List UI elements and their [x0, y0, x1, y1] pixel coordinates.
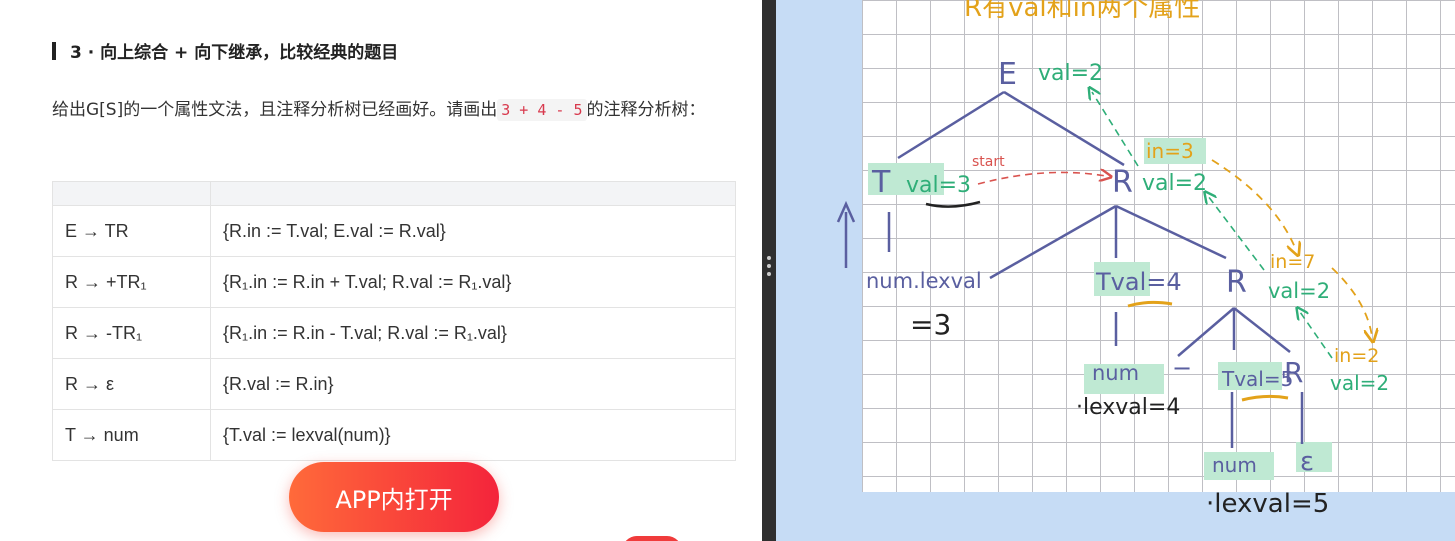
- node-num2: num: [1092, 361, 1139, 385]
- section-heading: 3 · 向上综合 + 向下继承，比较经典的题目: [52, 38, 398, 63]
- production-cell: T → num: [52, 409, 211, 461]
- tree-edges: [836, 90, 1304, 448]
- intro-text-after: 的注释分析树：: [586, 100, 706, 120]
- inherit-arrow-r1-r2: [1211, 159, 1296, 250]
- node-T3-val: Tval=5: [1221, 367, 1293, 391]
- handwritten-notes-panel: R有val和in两个属性 E val=2 T val=3: [776, 0, 1455, 541]
- drag-handle-icon[interactable]: [767, 256, 771, 260]
- start-arrow: [977, 172, 1106, 185]
- table-row: R → +TR₁ {R₁.in := R.in + T.val; R.val :…: [52, 256, 736, 308]
- node-E-val: val=2: [1038, 61, 1103, 86]
- start-label: start: [972, 154, 1005, 170]
- production-cell: R → +TR₁: [52, 256, 211, 308]
- synth-arrow-r2-r1: [1208, 196, 1265, 271]
- node-num1: num.lexval: [866, 269, 982, 293]
- highlight-eps: [1296, 442, 1332, 472]
- semantic-rule-cell: {T.val := lexval(num)}: [210, 409, 736, 461]
- semantic-rule-cell: {R₁.in := R.in + T.val; R.val := R₁.val}: [210, 256, 736, 308]
- article-panel: 3 · 向上综合 + 向下继承，比较经典的题目 给出G[S]的一个属性文法，且注…: [0, 0, 762, 541]
- production-cell: R → ε: [52, 358, 211, 410]
- heading-text: 3 · 向上综合 + 向下继承，比较经典的题目: [70, 43, 399, 63]
- highlight-num2: [1084, 364, 1164, 394]
- table-header-cell: [210, 181, 736, 206]
- highlight-t3: [1218, 362, 1282, 390]
- node-R2: R: [1226, 265, 1247, 300]
- table-header-row: [52, 181, 736, 206]
- highlight-r1-in: [1144, 138, 1206, 164]
- table-header-cell: [52, 181, 211, 206]
- node-R2-in: in=7: [1270, 251, 1315, 273]
- floating-action-button[interactable]: [622, 536, 682, 541]
- title-note: R有val和in两个属性: [964, 0, 1200, 23]
- production-cell: R → -TR₁: [52, 307, 211, 359]
- open-in-app-button[interactable]: APP内打开: [289, 462, 499, 532]
- inherit-arrow-r2-r3: [1331, 267, 1372, 336]
- node-num3: num: [1212, 453, 1257, 477]
- node-num1-eq: =3: [910, 308, 951, 341]
- node-R2-val: val=2: [1268, 279, 1330, 303]
- underline-t1: [925, 200, 981, 208]
- synth-arrow-r1-e: [1092, 92, 1139, 167]
- split-divider[interactable]: [762, 0, 776, 541]
- table-row: T → num {T.val := lexval(num)}: [52, 409, 736, 461]
- heading-bar: [52, 41, 56, 60]
- underline-t3: [1241, 394, 1289, 402]
- grid-paper: [862, 0, 1455, 492]
- node-R1: R: [1112, 165, 1133, 200]
- node-epsilon: ε: [1300, 447, 1314, 477]
- node-E: E: [998, 57, 1017, 92]
- table-row: R → ε {R.val := R.in}: [52, 358, 736, 410]
- semantic-rule-cell: {R.in := T.val; E.val := R.val}: [210, 205, 736, 257]
- node-R1-val: val=2: [1142, 171, 1207, 196]
- highlight-t2: [1094, 262, 1150, 296]
- table-row: E → TR {R.in := T.val; E.val := R.val}: [52, 205, 736, 257]
- semantic-rule-cell: {R₁.in := R.in - T.val; R.val := R₁.val}: [210, 307, 736, 359]
- node-R1-in: in=3: [1146, 139, 1194, 163]
- highlight-t1: [868, 163, 944, 195]
- node-num3-lexval: ·lexval=5: [1206, 489, 1329, 519]
- node-T2-val: Tval=4: [1095, 268, 1182, 296]
- node-num2-lexval: ·lexval=4: [1076, 395, 1180, 420]
- node-T1-val: val=3: [906, 173, 971, 198]
- intro-text-before: 给出G[S]的一个属性文法，且注释分析树已经画好。请画出: [52, 100, 498, 120]
- production-cell: E → TR: [52, 205, 211, 257]
- underline-t2: [1127, 300, 1173, 308]
- attribute-grammar-table: E → TR {R.in := T.val; E.val := R.val} R…: [52, 181, 736, 461]
- highlight-num3: [1204, 452, 1274, 480]
- node-R3-val: val=2: [1330, 371, 1389, 395]
- annotated-parse-tree: R有val和in两个属性 E val=2 T val=3: [836, 0, 1389, 519]
- node-minus: −: [1172, 354, 1192, 382]
- table-row: R → -TR₁ {R₁.in := R.in - T.val; R.val :…: [52, 307, 736, 359]
- semantic-rule-cell: {R.val := R.in}: [210, 358, 736, 410]
- synth-arrow-r3-r2: [1300, 312, 1333, 359]
- inline-code: 3 + 4 - 5: [497, 99, 587, 121]
- node-R3: R: [1284, 356, 1303, 389]
- node-R3-in: in=2: [1334, 345, 1379, 367]
- node-T1: T: [871, 165, 891, 200]
